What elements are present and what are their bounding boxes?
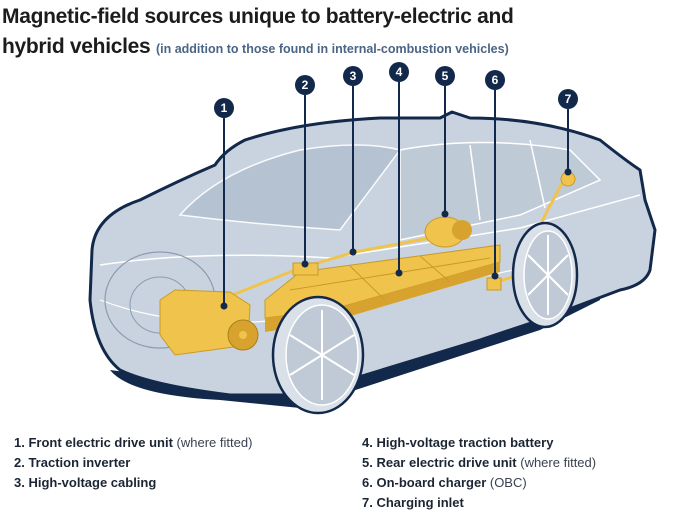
callout-1: 1 — [214, 98, 234, 310]
rear-wheel-spokes — [527, 235, 569, 315]
legend-item-5-label: 5. Rear electric drive unit — [362, 455, 517, 470]
callout-5-number: 5 — [442, 69, 449, 83]
legend-item-3-label: 3. High-voltage cabling — [14, 475, 157, 490]
subtitle: (in addition to those found in internal-… — [155, 42, 509, 56]
legend-item-7-label: 7. Charging inlet — [362, 495, 464, 510]
hv-cable — [219, 236, 431, 302]
callout-6-number: 6 — [492, 73, 499, 87]
rear-drive-unit-end — [452, 220, 472, 240]
callout-7: 7 — [558, 89, 578, 176]
legend-item-5-note: (where fitted) — [516, 455, 597, 470]
legend-item-1: 1. Front electric drive unit (where fitt… — [14, 433, 252, 453]
legend-item-2-label: 2. Traction inverter — [14, 455, 131, 470]
battery-grid-line — [349, 265, 386, 301]
legend-item-1-label: 1. Front electric drive unit — [14, 435, 173, 450]
window-pillar — [469, 144, 481, 221]
legend-item-5: 5. Rear electric drive unit (where fitte… — [362, 453, 596, 473]
callout-2: 2 — [295, 75, 315, 268]
callout-7-number: 7 — [565, 92, 572, 106]
body-contour-line — [99, 194, 641, 266]
callout-4-number: 4 — [396, 65, 403, 79]
legend-item-4-label: 4. High-voltage traction battery — [362, 435, 554, 450]
legend-right-column: 4. High-voltage traction battery 5. Rear… — [362, 433, 596, 513]
on-board-charger-box — [486, 277, 502, 291]
window-pillar-2 — [529, 139, 546, 209]
ev-car-diagram: 1 2 3 4 5 6 7 — [88, 62, 657, 415]
battery-grid-line-3 — [289, 257, 491, 291]
front-wheel-spokes — [289, 310, 355, 400]
title-line-1: Magnetic-field sources unique to battery… — [2, 5, 514, 28]
callout-4: 4 — [389, 62, 409, 277]
callout-6: 6 — [485, 70, 505, 280]
legend-item-6-label: 6. On-board charger — [362, 475, 487, 490]
legend-item-4: 4. High-voltage traction battery — [362, 433, 596, 453]
legend-item-1-note: (where fitted) — [172, 435, 253, 450]
windshield — [178, 144, 402, 231]
callout-2-number: 2 — [302, 78, 309, 92]
callout-1-number: 1 — [221, 101, 228, 115]
title-line-2: hybrid vehicles (in addition to those fo… — [2, 32, 682, 64]
title-line-2-text: hybrid vehicles — [2, 35, 151, 58]
diagram-title: Magnetic-field sources unique to battery… — [2, 2, 682, 64]
callout-3: 3 — [343, 66, 363, 256]
legend-item-6-note: (OBC) — [486, 475, 527, 490]
battery-grid-line-2 — [419, 255, 451, 283]
legend-item-3: 3. High-voltage cabling — [14, 473, 252, 493]
legend-item-7: 7. Charging inlet — [362, 493, 596, 513]
callout-3-number: 3 — [350, 69, 357, 83]
front-drive-unit-gear-hub — [239, 331, 247, 339]
callout-5: 5 — [435, 66, 455, 218]
side-windows — [399, 141, 602, 241]
legend-item-6: 6. On-board charger (OBC) — [362, 473, 596, 493]
legend-item-2: 2. Traction inverter — [14, 453, 252, 473]
legend-left-column: 1. Front electric drive unit (where fitt… — [14, 433, 252, 493]
